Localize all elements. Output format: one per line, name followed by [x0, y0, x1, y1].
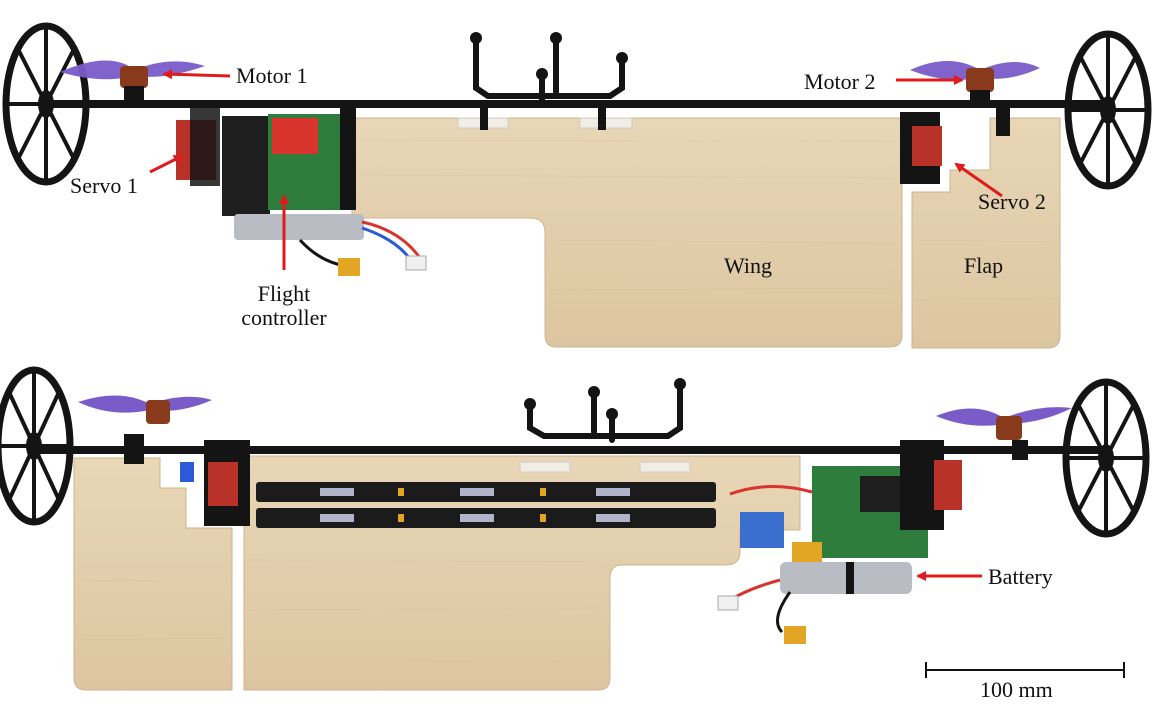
scale-bar [925, 662, 1125, 678]
bottom-flap-panel [73, 457, 233, 691]
label-flight-controller-line-1: Flight [257, 281, 311, 306]
label-wing: Wing [724, 253, 772, 278]
bottom-motor-right [936, 407, 1072, 460]
label-flap: Flap [964, 253, 1004, 278]
annotation-arrows [149, 69, 1003, 581]
label-motor-1: Motor 1 [236, 63, 308, 88]
bottom-motor-left [78, 395, 212, 464]
bottom-right-wheel [1062, 378, 1150, 538]
bottom-carbon-spar [30, 446, 1110, 454]
arrow-servo-2 [954, 162, 1003, 198]
label-servo-1: Servo 1 [70, 173, 138, 198]
bottom-handle [527, 383, 683, 443]
bottom-drone-view [0, 366, 1150, 691]
top-carbon-spar [40, 100, 1115, 108]
top-flight-controller [222, 100, 427, 276]
top-drone-view [2, 22, 1152, 349]
top-right-wheel [1064, 30, 1152, 190]
top-motor-2 [910, 61, 1040, 102]
label-motor-2: Motor 2 [804, 69, 876, 94]
arrow-servo-1 [149, 154, 184, 174]
top-wing-panel [351, 117, 903, 348]
bottom-electronics [729, 440, 962, 564]
top-handle [473, 37, 625, 103]
label-flight-controller-line-2: controller [241, 305, 327, 331]
label-scale-bar: 100 mm [980, 677, 1053, 702]
label-servo-2: Servo 2 [978, 189, 1046, 214]
top-flap-panel [911, 117, 1061, 349]
label-flight-controller: Flight controller [222, 281, 346, 331]
top-motor-1 [60, 60, 205, 100]
led-strips [256, 482, 716, 528]
arrow-motor-1 [162, 69, 231, 80]
bottom-battery [717, 562, 912, 644]
label-battery: Battery [988, 564, 1053, 589]
